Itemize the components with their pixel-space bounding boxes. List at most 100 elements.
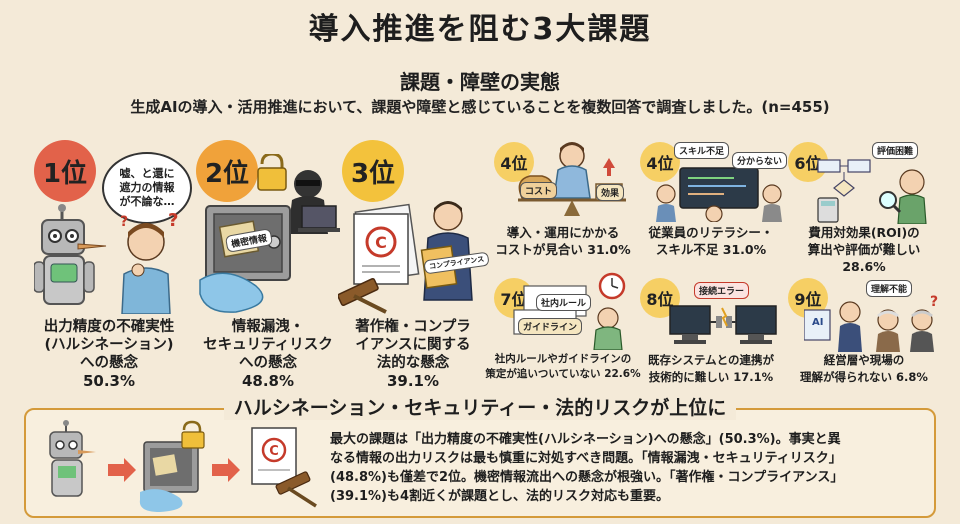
summary-line: 最大の課題は「出力精度の不確実性(ハルシネーション)への懸念」(50.3%)。事… (330, 432, 841, 447)
issue-card-rank-2: 2位 機密情報 情報漏洩・ セキュリティリスク (188, 140, 348, 390)
padlock-icon (257, 154, 287, 191)
summary-heading: ハルシネーション・セキュリティー・法的リスクが上位に (0, 393, 960, 420)
svg-text:C: C (269, 444, 279, 459)
bubble-line: 遮力の情報 (119, 181, 175, 194)
issue-percentage: 50.3% (82, 372, 136, 390)
issue-card-rank-9: 9位 ? AI 理解不能 経営層や現場の 理解が得られない 6.8% (784, 272, 944, 392)
magnifier-icon (879, 191, 902, 214)
summary-text: 最大の課題は「出力精度の不確実性(ハルシネーション)への懸念」(50.3%)。事… (330, 430, 930, 506)
issue-label: 著作権・コンプラ イアンスに関する 法的な懸念 (338, 318, 488, 372)
issue-label-line: への懸念 (239, 355, 297, 371)
plug-icon (710, 307, 736, 328)
issue-card-rank-1: 1位 嘘、と還に 遮力の情報 が不論な… ? ? (24, 140, 194, 390)
issue-label-line: 情報漏洩・ (231, 319, 305, 335)
svg-text:C: C (375, 233, 387, 252)
summary-line: なる情報の出力リスクは最も慎重に対処すべき問題。「情報漏洩・セキュリティリスク」 (330, 451, 842, 466)
issue-label-line: への懸念 (80, 355, 138, 371)
scale-icon (518, 142, 626, 216)
gavel-icon (275, 471, 317, 508)
issue-label-line: 費用対効果(ROI)の (808, 225, 920, 240)
issue-label-line: 出力精度の不確実性 (43, 319, 175, 335)
issue-label-line: コストが見合い 31.0% (495, 242, 631, 257)
issue-card-rank-8: 8位 接続エラー 既存システムとの連携が 技術的に難しい 17.1% (636, 272, 786, 392)
svg-text:?: ? (930, 294, 938, 310)
summary-line: (39.1%)も4割近くが課題とし、法的リスク対応も重要。 (330, 489, 670, 504)
issue-label-line: 算出や評価が難しい 28.6% (807, 242, 921, 274)
ai-tag: AI (812, 317, 824, 328)
cost-tag: コスト (520, 182, 558, 199)
document-copyright-icon: C (338, 201, 473, 314)
skill-shortage-tag: スキル不足 (674, 142, 730, 159)
issue-label: 従業員のリテラシー・ スキル不足 31.0% (636, 224, 786, 258)
connection-error-tag: 接続エラー (694, 282, 750, 299)
safe-icon (139, 420, 205, 512)
rank-badge: 4位 (494, 142, 534, 182)
issue-card-rank-7: 7位 社内ルール ガイドライン 社内ルールやガイドラインの 策定が追いついていな… (485, 272, 641, 392)
flowchart-icon (817, 159, 927, 224)
issue-label: 情報漏洩・ セキュリティリスク への懸念 (188, 318, 348, 372)
issue-label-line: 従業員のリテラシー・ (648, 225, 774, 240)
rank-badge: 2位 (196, 140, 258, 202)
robot-icon (49, 420, 96, 497)
svg-text:?: ? (120, 214, 128, 230)
issue-label-line: 社内ルールやガイドラインの (494, 353, 632, 365)
issue-card-rank-4-cost: 4位 コスト 効果 導入・運用にかかる コストが見合い 31.0% (488, 140, 638, 265)
section-subtitle: 課題・障壁の実態 (400, 70, 560, 94)
issue-card-rank-3: 3位 C コンプライアンス 著作権・コンプラ イアンスに関する 法的な懸念 (338, 140, 491, 390)
rank-badge: 8位 (640, 278, 680, 318)
issue-label-line: セキュリティリスク (203, 337, 333, 353)
issue-label: 既存システムとの連携が 技術的に難しい 17.1% (636, 352, 786, 386)
rank-badge: 1位 (34, 140, 96, 202)
rank-badge: 4位 (640, 142, 680, 182)
arrow-right-icon (212, 458, 240, 482)
laptop-icon (298, 205, 340, 232)
issue-label-line: イアンスに関する (355, 337, 471, 353)
summary-heading-text: ハルシネーション・セキュリティー・法的リスクが上位に (223, 393, 737, 420)
document-copyright-icon: C (251, 427, 297, 485)
evaluation-difficulty-tag: 評価困難 (872, 142, 919, 159)
page-title: 導入推進を阻む3大課題 (308, 12, 652, 47)
issue-label: 導入・運用にかかる コストが見合い 31.0% (488, 224, 638, 258)
businessman-icon (420, 201, 473, 301)
bubble-line: が不論な… (119, 195, 175, 208)
issue-label-line: スキル不足 31.0% (655, 242, 767, 257)
issue-label-line: 技術的に難しい 17.1% (648, 370, 774, 384)
arrow-right-icon (108, 458, 136, 482)
issue-label-line: (ハルシネーション) (44, 337, 174, 353)
summary-line: (48.8%)も僅差で2位。機密情報流出への懸念が根強い。「著作権・コンプライア… (330, 470, 844, 485)
gavel-icon (338, 278, 387, 314)
speech-bubble: 嘘、と還に 遮力の情報 が不論な… (102, 152, 192, 224)
bubble-line: 嘘、と還に (119, 167, 175, 180)
issue-label: 経営層や現場の 理解が得られない 6.8% (784, 352, 944, 386)
issue-label: 出力精度の不確実性 (ハルシネーション) への懸念 (24, 318, 194, 372)
calculator-icon (817, 197, 839, 223)
issue-label-line: 著作権・コンプラ (355, 319, 471, 335)
issue-label-line: 法的な懸念 (376, 355, 450, 371)
robot-icon: ? ? (34, 204, 178, 314)
clock-icon (513, 272, 626, 350)
issue-percentage: 48.8% (241, 372, 295, 390)
issue-label-line: 導入・運用にかかる (506, 225, 620, 240)
summary-illustration: C (49, 420, 317, 512)
dont-understand-tag: 分からない (732, 152, 788, 169)
guideline-tag: ガイドライン (518, 318, 583, 335)
elderly-manager-icon: ? (804, 294, 938, 352)
issue-label-line: 策定が追いついていない 22.6% (485, 368, 641, 380)
issue-percentage: 39.1% (386, 372, 440, 390)
issue-card-rank-6: 6位 評価困難 費用対効果(ROI)の 算出や評価が難しい 28.6% (784, 140, 944, 274)
issue-label: 社内ルールやガイドラインの 策定が追いついていない 22.6% (482, 352, 644, 382)
internal-rules-tag: 社内ルール (536, 294, 592, 311)
thinking-person-icon: ? ? (120, 210, 178, 314)
monitor-icon (669, 305, 777, 344)
issue-label: 費用対効果(ROI)の 算出や評価が難しい 28.6% (784, 224, 944, 275)
cannot-understand-tag: 理解不能 (866, 280, 913, 297)
survey-intro: 生成AIの導入・活用推進において、課題や障壁と感じていることを複数回答で調査しま… (130, 98, 830, 116)
issue-card-rank-4-literacy: 4位 スキル不足 分からない 従業員のリテラシー・ スキル不足 31.0% (636, 140, 788, 265)
issue-label-line: 経営層や現場の (823, 353, 905, 367)
issue-label-line: 既存システムとの連携が (647, 353, 775, 367)
svg-text:?: ? (168, 210, 178, 231)
effect-tag: 効果 (596, 184, 625, 201)
rank-badge: 3位 (342, 140, 404, 202)
computer-screen-icon (656, 167, 782, 222)
